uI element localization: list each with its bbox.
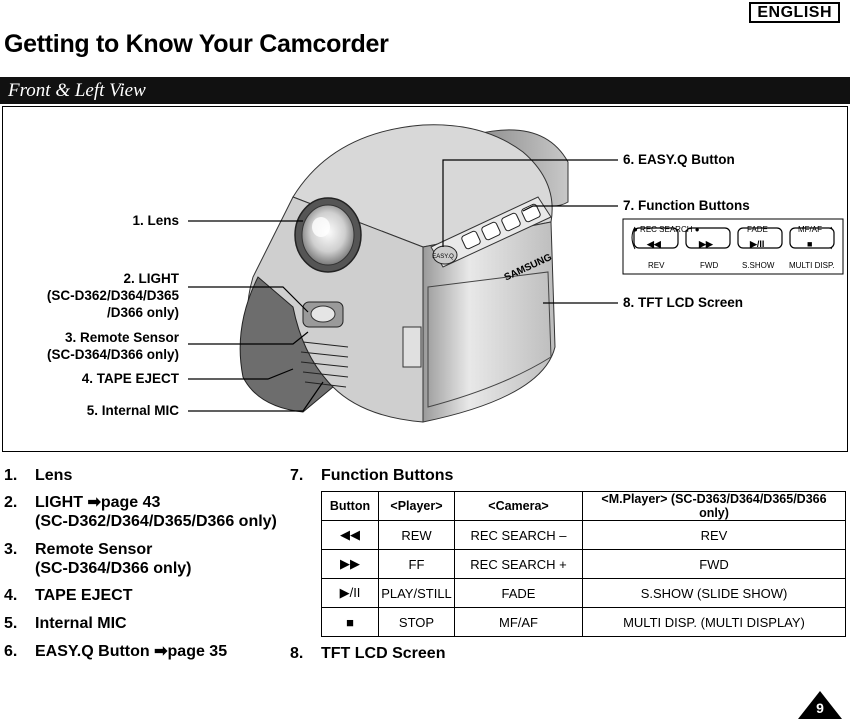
legend-item-3: 3. Remote Sensor (SC-D364/D366 only) — [4, 540, 284, 580]
table-header: <Player> — [378, 491, 455, 521]
legend-item-6: 6. EASY.Q Button ➡page 35 — [4, 642, 284, 662]
legend-text: Internal MIC — [35, 615, 127, 632]
easyq-text: EASY.Q — [432, 254, 454, 260]
table-row: ▶▶ FF REC SEARCH + FWD — [321, 549, 846, 579]
table-cell: REV — [582, 520, 846, 550]
panel-label-rec-search: ● REC SEARCH ● — [633, 225, 700, 234]
table-header: <Camera> — [454, 491, 583, 521]
legend-item-2: 2. LIGHT ➡page 43 (SC-D362/D364/D365/D36… — [4, 493, 284, 533]
table-row: ▶/II PLAY/STILL FADE S.SHOW (SLIDE SHOW) — [321, 578, 846, 608]
table-row: ■ STOP MF/AF MULTI DISP. (MULTI DISPLAY) — [321, 607, 846, 637]
table-cell: S.SHOW (SLIDE SHOW) — [582, 578, 846, 608]
callout-function-buttons: 7. Function Buttons — [623, 198, 750, 213]
table-cell: REC SEARCH + — [454, 549, 583, 579]
camcorder-figure: EASY.Q SAMSUNG ● REC — [2, 106, 848, 452]
callout-mic: 5. Internal MIC — [86, 403, 179, 418]
callout-light-line3: /D366 only) — [106, 305, 179, 320]
table-cell: REC SEARCH – — [454, 520, 583, 550]
page-title: Getting to Know Your Camcorder — [4, 30, 389, 58]
legend-num: 3. — [4, 541, 18, 558]
legend-num: 5. — [4, 615, 18, 632]
table-cell: PLAY/STILL — [378, 578, 455, 608]
legend-num: 1. — [4, 467, 18, 484]
page-number-badge: 9 — [798, 691, 842, 719]
table-cell: ▶▶ — [321, 549, 379, 579]
callout-remote-line1: 3. Remote Sensor — [64, 330, 179, 345]
legend-num: 2. — [4, 494, 18, 511]
camcorder-illustration: EASY.Q SAMSUNG — [188, 124, 844, 423]
legend-text: (SC-D364/D366 only) — [35, 560, 192, 577]
callout-remote-line2: (SC-D364/D366 only) — [46, 347, 179, 362]
legend-text: Function Buttons — [321, 467, 454, 484]
panel-label-sshow: S.SHOW — [742, 261, 775, 270]
legend-num: 4. — [4, 587, 18, 604]
panel-button-rev: ◀◀ — [647, 239, 661, 249]
panel-button-stop: ■ — [807, 239, 813, 249]
table-row: ◀◀ REW REC SEARCH – REV — [321, 520, 846, 550]
panel-label-rev: REV — [648, 261, 665, 270]
table-cell: STOP — [378, 607, 455, 637]
page-number: 9 — [816, 700, 824, 716]
legend-item-5: 5. Internal MIC — [4, 614, 284, 634]
table-cell: ▶/II — [321, 578, 379, 608]
callout-lens: 1. Lens — [132, 213, 179, 228]
table-cell: ■ — [321, 607, 379, 637]
page-number-triangle — [798, 691, 842, 719]
section-title-bar: Front & Left View — [0, 77, 850, 104]
legend-num: 7. — [290, 467, 304, 484]
panel-label-mfaf: MF/AF — [798, 225, 822, 234]
callout-lcd: 8. TFT LCD Screen — [623, 295, 744, 310]
legend-item-7: 7. Function Buttons — [290, 466, 590, 486]
panel-button-play: ▶/II — [750, 239, 765, 249]
table-header: <M.Player> (SC-D363/D364/D365/D366 only) — [582, 491, 846, 521]
panel-label-multidisp: MULTI DISP. — [789, 261, 835, 270]
legend-text: (SC-D362/D364/D365/D366 only) — [35, 513, 277, 530]
language-badge: ENGLISH — [749, 2, 840, 23]
panel-label-fade: FADE — [747, 225, 768, 234]
callout-easyq: 6. EASY.Q Button — [623, 152, 735, 167]
table-header-row: Button <Player> <Camera> <M.Player> (SC-… — [321, 491, 846, 521]
panel-label-fwd: FWD — [700, 261, 719, 270]
table-cell: MF/AF — [454, 607, 583, 637]
legend-num: 8. — [290, 645, 304, 662]
legend-text: TFT LCD Screen — [321, 645, 446, 662]
function-button-panel — [622, 218, 844, 275]
legend-item-4: 4. TAPE EJECT — [4, 586, 284, 606]
table-cell: FWD — [582, 549, 846, 579]
panel-button-fwd: ▶▶ — [699, 239, 713, 249]
table-cell: ◀◀ — [321, 520, 379, 550]
legend-item-8: 8. TFT LCD Screen — [290, 644, 590, 664]
legend-text: Lens — [35, 467, 73, 484]
table-cell: FADE — [454, 578, 583, 608]
table-cell: FF — [378, 549, 455, 579]
table-header: Button — [321, 491, 379, 521]
legend-text: TAPE EJECT — [35, 587, 133, 604]
legend-num: 6. — [4, 643, 18, 660]
legend-item-1: 1. Lens — [4, 466, 284, 486]
table-cell: REW — [378, 520, 455, 550]
legend-text: Remote Sensor — [35, 541, 153, 558]
callout-light-line1: 2. LIGHT — [123, 271, 179, 286]
table-cell: MULTI DISP. (MULTI DISPLAY) — [582, 607, 846, 637]
function-buttons-table: Button <Player> <Camera> <M.Player> (SC-… — [321, 491, 846, 637]
legend-text: LIGHT ➡page 43 — [35, 494, 161, 511]
callout-light-line2: (SC-D362/D364/D365 — [46, 288, 179, 303]
callout-tape-eject: 4. TAPE EJECT — [81, 371, 179, 386]
legend-text: EASY.Q Button ➡page 35 — [35, 643, 228, 660]
